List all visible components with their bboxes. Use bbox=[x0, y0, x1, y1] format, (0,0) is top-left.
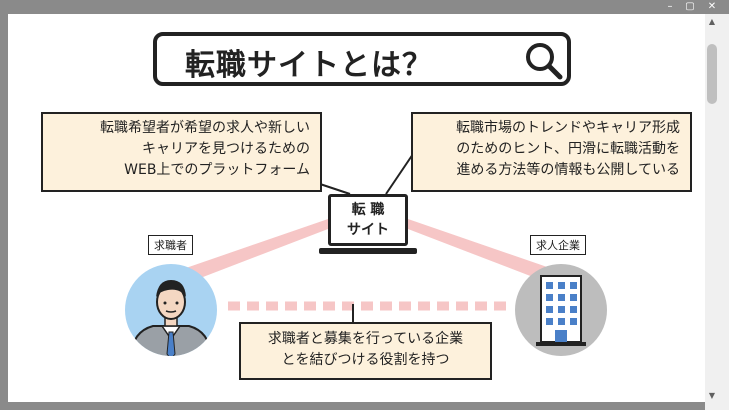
callout-line: WEB上でのプラットフォーム bbox=[124, 162, 310, 178]
scrollbar-thumb[interactable] bbox=[707, 44, 717, 104]
callout-info: 転職市場のトレンドやキャリア形成 のためのヒント、円滑に転職活動を 進める方法等… bbox=[411, 112, 692, 192]
callout-role: 求職者と募集を行っている企業 とを結びつける役割を持つ bbox=[239, 322, 492, 380]
window-titlebar: – ▢ ✕ bbox=[0, 0, 729, 14]
minimize-icon[interactable]: – bbox=[667, 1, 673, 12]
magnifier-icon bbox=[526, 43, 563, 80]
callout-line: 転職希望者が希望の求人や新しい bbox=[100, 120, 310, 136]
callout-line: 進める方法等の情報も公開している bbox=[456, 162, 680, 178]
callout-line: のためのヒント、円滑に転職活動を bbox=[456, 141, 680, 157]
callout-definition: 転職希望者が希望の求人や新しい キャリアを見つけるための WEB上でのプラットフ… bbox=[41, 112, 322, 192]
callout-line: 転職市場のトレンドやキャリア形成 bbox=[456, 120, 680, 136]
callout-line: キャリアを見つけるための bbox=[142, 141, 310, 157]
scroll-up-icon[interactable]: ▲ bbox=[708, 17, 716, 26]
laptop-base bbox=[319, 248, 417, 254]
seeker-label: 求職者 bbox=[148, 235, 193, 255]
company-building-icon bbox=[515, 264, 607, 356]
job-seeker-icon bbox=[125, 264, 217, 356]
maximize-icon[interactable]: ▢ bbox=[685, 1, 695, 12]
page-title: 転職サイトとは？ bbox=[185, 48, 433, 83]
callout-line: 求職者と募集を行っている企業 bbox=[267, 331, 464, 347]
scroll-down-icon[interactable]: ▼ bbox=[708, 391, 716, 400]
slide-canvas: 転職サイトとは？ 転職希望者が希望の求人や新しい キャリアを見つけるための WE… bbox=[8, 14, 705, 402]
close-icon[interactable]: ✕ bbox=[707, 1, 717, 12]
connector-lines bbox=[125, 153, 607, 356]
laptop-label: 転 職 bbox=[351, 202, 385, 218]
title-search-box: 転職サイトとは？ bbox=[153, 32, 571, 86]
window-bottom-border bbox=[0, 402, 705, 410]
callout-line: とを結びつける役割を持つ bbox=[281, 352, 450, 368]
company-label: 求人企業 bbox=[530, 235, 586, 255]
laptop-icon: 転 職 サイト bbox=[328, 194, 408, 246]
laptop-label: サイト bbox=[347, 222, 389, 238]
